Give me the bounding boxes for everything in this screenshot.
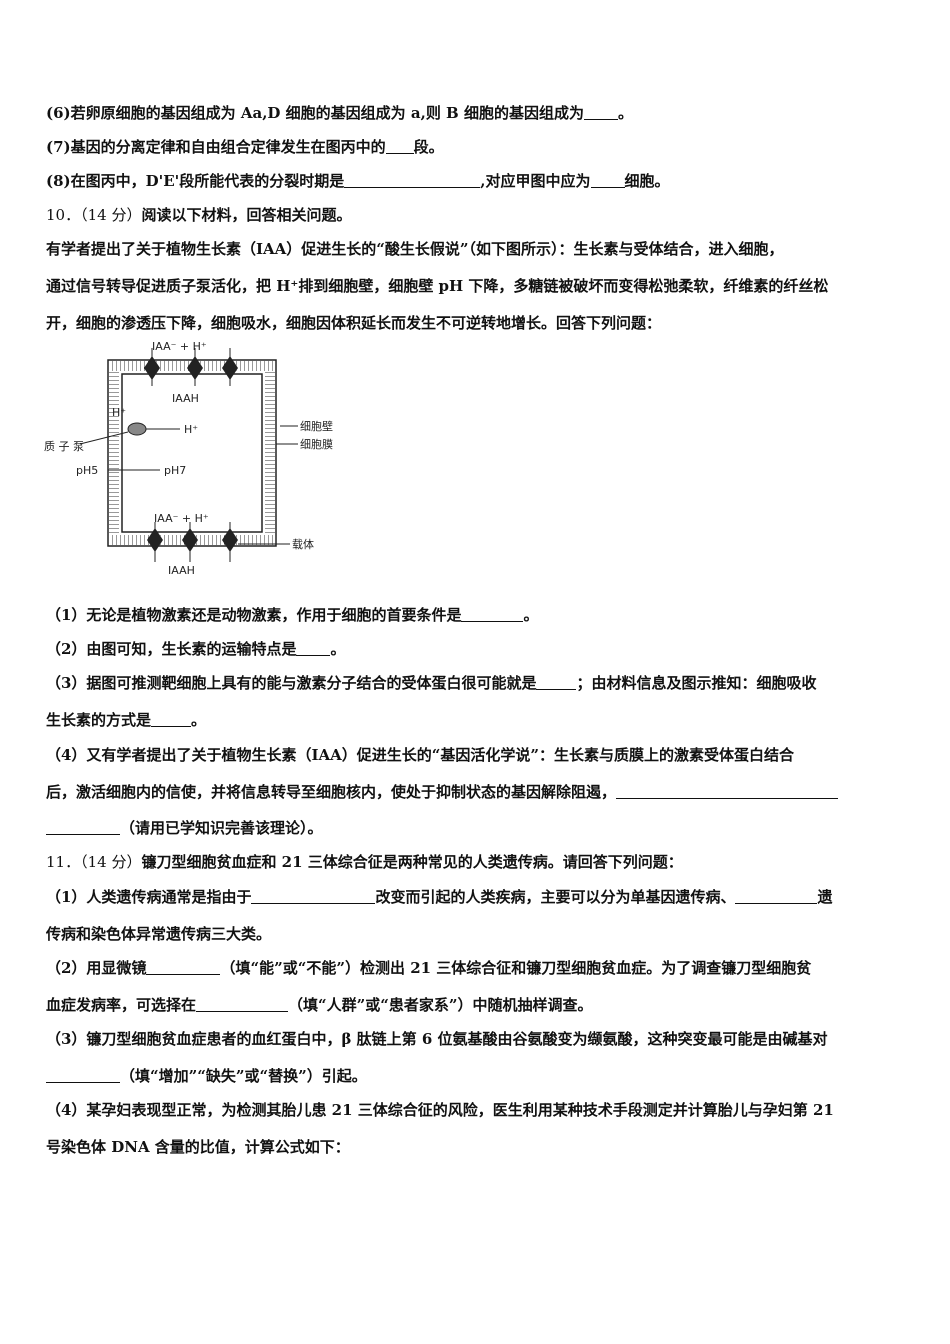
answer-blank[interactable] xyxy=(46,1067,120,1083)
question-11-1a: （1）人类遗传病通常是指由于改变而引起的人类疾病，主要可以分为单基因遗传病、遗 xyxy=(46,888,833,906)
question-11-4a: （4）某孕妇表现型正常，为检测其胎儿患 21 三体综合征的风险，医生利用某种技术… xyxy=(46,1101,834,1119)
answer-blank[interactable] xyxy=(461,606,524,622)
answer-blank[interactable] xyxy=(385,138,414,154)
question-8: (8)在图丙中，D'E'段所能代表的分裂时期是,对应甲图中应为细胞。 xyxy=(46,172,670,190)
question-10-4a: （4）又有学者提出了关于植物生长素（IAA）促进生长的“基因活化学说”：生长素与… xyxy=(46,746,794,764)
proton-pump-label: 质 子 泵 xyxy=(44,440,84,453)
answer-blank[interactable] xyxy=(196,996,289,1012)
question-10-1: （1）无论是植物激素还是动物激素，作用于细胞的首要条件是。 xyxy=(46,606,539,624)
carrier-label: 载体 xyxy=(292,537,314,551)
q10-material-line-3: 开，细胞的渗透压下降，细胞吸水，细胞因体积延长而发生不可逆转地增长。回答下列问题… xyxy=(46,314,662,332)
bottom-ion-label: IAA⁻ + H⁺ xyxy=(154,512,209,525)
question-10-3b: 生长素的方式是。 xyxy=(46,711,207,729)
cell-membrane xyxy=(121,373,263,533)
question-11-4b: 号染色体 DNA 含量的比值，计算公式如下： xyxy=(46,1138,350,1156)
question-6: (6)若卵原细胞的基因组成为 Aa,D 细胞的基因组成为 a,则 B 细胞的基因… xyxy=(46,104,633,122)
answer-blank[interactable] xyxy=(46,819,120,835)
top-ion-label: IAA⁻ + H⁺ xyxy=(152,340,207,353)
answer-blank[interactable] xyxy=(146,959,221,975)
h-plus-left-label: H⁺ xyxy=(112,406,126,419)
question-11-1b: 传病和染色体异常遗传病三大类。 xyxy=(46,925,272,943)
question-10-4b: 后，激活细胞内的信使，并将信息转导至细胞核内，使处于抑制状态的基因解除阻遏， xyxy=(46,782,906,802)
question-11-3a: （3）镰刀型细胞贫血症患者的血红蛋白中，β 肽链上第 6 位氨基酸由谷氨酸变为缬… xyxy=(46,1030,828,1048)
ph-in-label: pH7 xyxy=(164,464,186,477)
top-carriers xyxy=(144,348,238,386)
question-7: (7)基因的分离定律和自由组合定律发生在图丙中的段。 xyxy=(46,138,444,156)
question-10-4c: （请用已学知识完善该理论）。 xyxy=(46,818,906,838)
answer-blank[interactable] xyxy=(296,640,331,656)
h-plus-inner-label: H⁺ xyxy=(184,423,198,436)
question-11-2b: 血症发病率，可选择在（填“人群”或“患者家系”）中随机抽样调查。 xyxy=(46,996,593,1014)
answer-blank[interactable] xyxy=(251,888,376,904)
question-11-3b: （填“增加”“缺失”或“替换”）引起。 xyxy=(46,1066,906,1086)
cell-wall-label: 细胞壁 xyxy=(300,419,333,433)
cell-membrane-label: 细胞膜 xyxy=(300,438,333,451)
answer-blank[interactable] xyxy=(151,711,192,727)
answer-blank[interactable] xyxy=(616,783,839,799)
acid-growth-diagram: IAA⁻ + H⁺ IAAH H⁺ H⁺ 质 子 泵 pH5 pH7 细胞壁 细… xyxy=(40,336,340,581)
question-10-3a: （3）据图可推测靶细胞上具有的能与激素分子结合的受体蛋白很可能就是；由材料信息及… xyxy=(46,674,817,692)
answer-blank[interactable] xyxy=(583,104,618,120)
top-iaah-label: IAAH xyxy=(172,392,199,405)
q10-material-line-1: 有学者提出了关于植物生长素（IAA）促进生长的“酸生长假说”（如下图所示）：生长… xyxy=(46,240,784,258)
question-10-2: （2）由图可知，生长素的运输特点是。 xyxy=(46,640,346,658)
ph-out-label: pH5 xyxy=(76,464,98,477)
question-11-2a: （2）用显微镜（填“能”或“不能”）检测出 21 三体综合征和镰刀型细胞贫血症。… xyxy=(46,959,812,977)
question-11-header: 11．（14 分）镰刀型细胞贫血症和 21 三体综合征是两种常见的人类遗传病。请… xyxy=(46,853,683,871)
proton-pump xyxy=(127,422,147,436)
bottom-iaah-label: IAAH xyxy=(168,564,195,577)
answer-blank[interactable] xyxy=(590,172,625,188)
question-10-header: 10．（14 分）阅读以下材料，回答相关问题。 xyxy=(46,206,352,224)
q10-material-line-2: 通过信号转导促进质子泵活化，把 H⁺排到细胞壁，细胞壁 pH 下降，多糖链被破坏… xyxy=(46,277,829,295)
answer-blank[interactable] xyxy=(536,674,577,690)
answer-blank[interactable] xyxy=(735,888,818,904)
bottom-carriers xyxy=(147,522,238,562)
answer-blank[interactable] xyxy=(344,172,481,188)
